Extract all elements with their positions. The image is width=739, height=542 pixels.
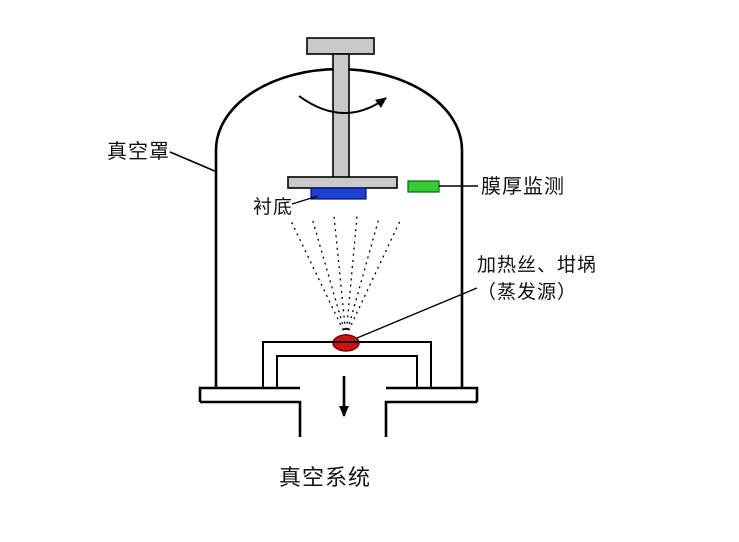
vacuum-system-label: 真空系统 bbox=[279, 466, 372, 491]
source-pointer-line bbox=[356, 287, 478, 339]
shaft-cap bbox=[306, 37, 375, 55]
bell-jar-label: 真空罩 bbox=[107, 139, 170, 163]
thickness-monitor-sensor bbox=[407, 180, 440, 193]
vapor-path-dotted-lines bbox=[290, 215, 401, 337]
base-plate bbox=[198, 386, 479, 437]
substrate-pointer-line bbox=[291, 195, 319, 205]
source-support-stand bbox=[262, 341, 432, 388]
evaporation-source-label-line1: 加热丝、坩埚 bbox=[477, 254, 598, 276]
evaporation-source-label-line2: （蒸发源） bbox=[477, 281, 578, 303]
substrate-rect bbox=[310, 187, 367, 200]
substrate-label: 衬底 bbox=[253, 196, 294, 218]
substrate-holder-plate bbox=[287, 176, 398, 189]
evaporation-source-label: 加热丝、坩埚 （蒸发源） bbox=[477, 252, 597, 306]
rotation-shaft bbox=[332, 53, 350, 179]
rotation-arrow-icon bbox=[298, 95, 387, 114]
bell-jar-pointer-line bbox=[169, 151, 218, 173]
thickness-monitor-label: 膜厚监测 bbox=[481, 174, 565, 198]
